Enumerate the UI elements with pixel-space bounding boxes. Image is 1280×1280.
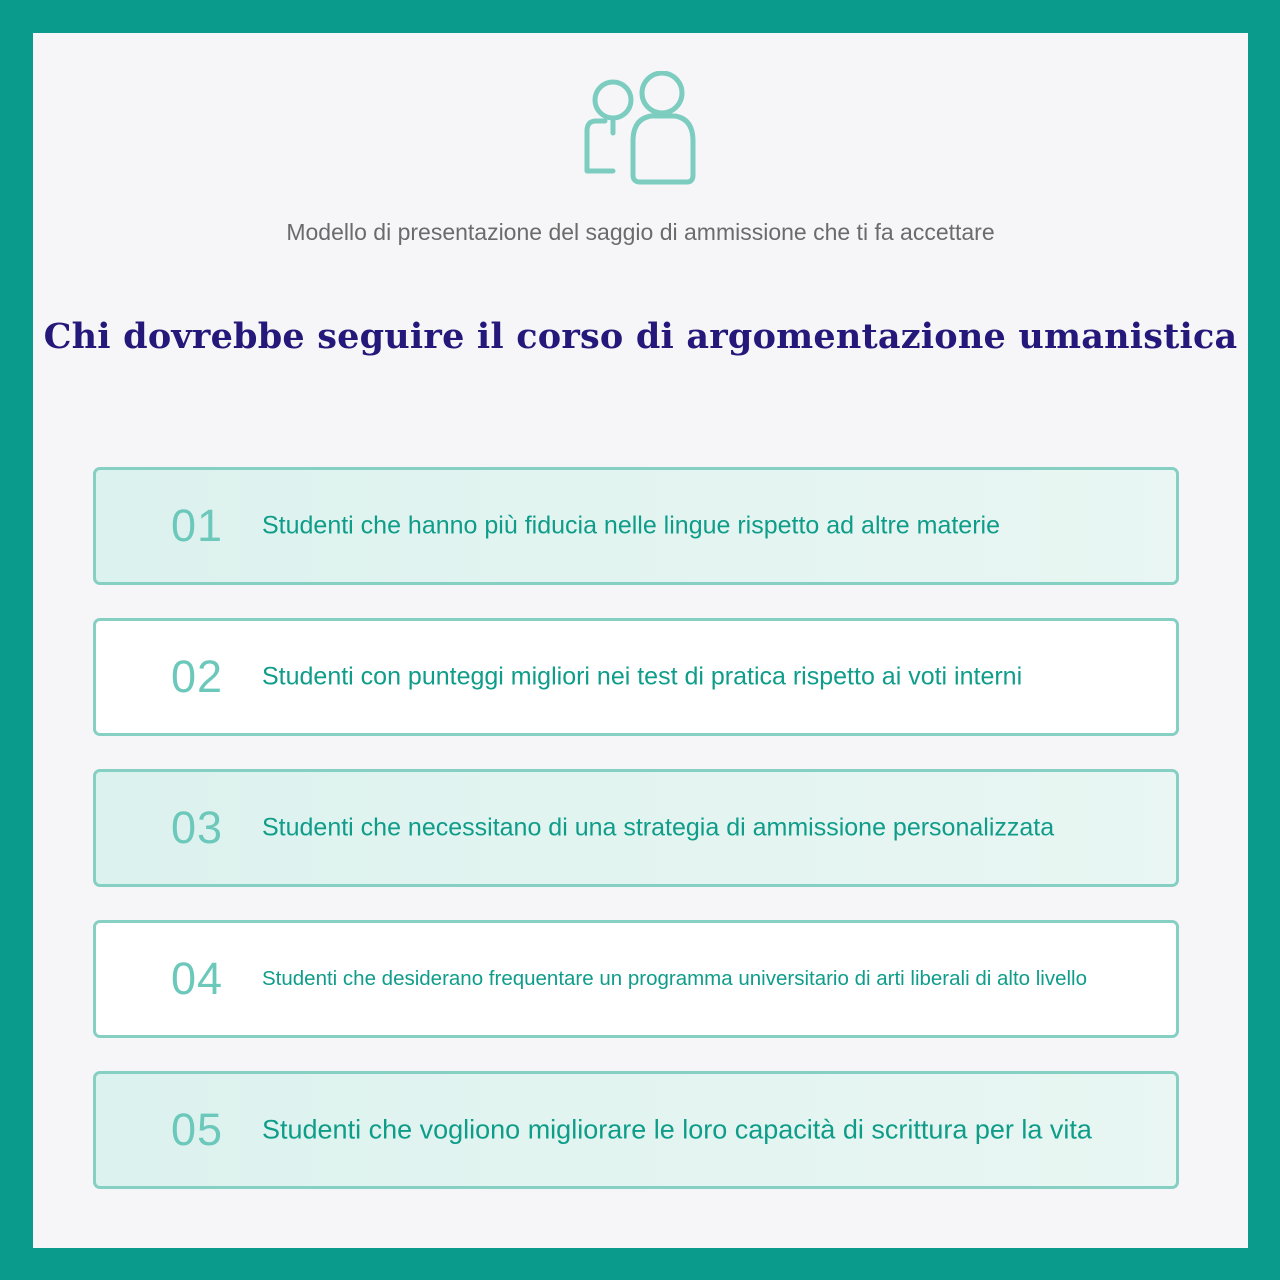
- list-item: 05 Studenti che vogliono migliorare le l…: [93, 1071, 1179, 1189]
- list-item: 03 Studenti che necessitano di una strat…: [93, 769, 1179, 887]
- item-number: 04: [171, 953, 224, 1004]
- criteria-list: 01 Studenti che hanno più fiducia nelle …: [93, 467, 1179, 1222]
- item-number: 05: [171, 1104, 224, 1155]
- page-title: Chi dovrebbe seguire il corso di argomen…: [43, 316, 1238, 357]
- people-group-icon: [583, 70, 698, 186]
- item-text: Studenti che necessitano di una strategi…: [262, 813, 1055, 842]
- list-item: 01 Studenti che hanno più fiducia nelle …: [93, 467, 1179, 585]
- item-text: Studenti che desiderano frequentare un p…: [262, 967, 1088, 990]
- item-number: 01: [171, 500, 224, 551]
- content-frame: Modello di presentazione del saggio di a…: [33, 33, 1248, 1248]
- item-text: Studenti che vogliono migliorare le loro…: [262, 1114, 1092, 1145]
- item-number: 02: [171, 651, 224, 702]
- list-item: 04 Studenti che desiderano frequentare u…: [93, 920, 1179, 1038]
- list-item: 02 Studenti con punteggi migliori nei te…: [93, 618, 1179, 736]
- item-number: 03: [171, 802, 224, 853]
- page-subtitle: Modello di presentazione del saggio di a…: [286, 219, 995, 245]
- item-text: Studenti con punteggi migliori nei test …: [262, 662, 1023, 691]
- item-text: Studenti che hanno più fiducia nelle lin…: [262, 511, 1000, 540]
